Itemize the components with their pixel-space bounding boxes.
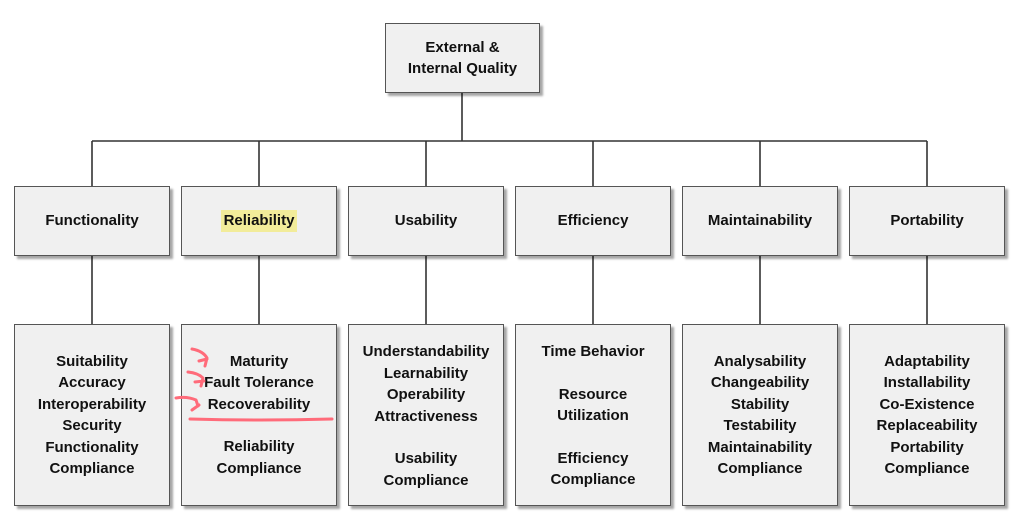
subcharacteristic: Suitability [56, 352, 128, 370]
subcharacteristic: Testability [723, 417, 797, 434]
subcharacteristic: Attractiveness [374, 407, 478, 425]
subcharacteristic: Replaceability [876, 417, 978, 434]
subcharacteristic: Stability [730, 395, 790, 413]
subcharacteristic: Usability [394, 450, 458, 467]
category-label: Efficiency [557, 212, 629, 230]
subcharacteristics-maintainability: Analysability Changeability Stability Te… [682, 324, 838, 506]
category-label: Functionality [45, 212, 139, 230]
subcharacteristic: Portability [890, 438, 964, 456]
subcharacteristic: Installability [883, 374, 971, 391]
subcharacteristic: Compliance [49, 460, 135, 477]
category-label-highlighted: Reliability [220, 210, 298, 232]
category-usability: Usability [348, 186, 504, 256]
subcharacteristic: Functionality [45, 438, 139, 456]
category-label: Usability [394, 212, 458, 230]
root-node: External & Internal Quality [385, 23, 540, 93]
subcharacteristic: Utilization [557, 407, 629, 424]
category-maintainability: Maintainability [682, 186, 838, 256]
category-label: Portability [890, 212, 964, 230]
subcharacteristic: Understandability [362, 343, 490, 360]
subcharacteristics-reliability: Maturity Fault Tolerance Recoverability … [181, 324, 337, 506]
subcharacteristic: Security [62, 417, 122, 434]
subcharacteristic: Time Behavior [541, 343, 645, 360]
subcharacteristic: Maturity [229, 352, 289, 370]
root-title-line: External & [425, 38, 500, 56]
subcharacteristic: Accuracy [58, 374, 126, 391]
subcharacteristics-functionality: Suitability Accuracy Interoperability Se… [14, 324, 170, 506]
subcharacteristic: Compliance [884, 460, 970, 477]
subcharacteristic: Learnability [383, 364, 469, 382]
root-title-line: Internal Quality [407, 60, 518, 77]
category-reliability: Reliability [181, 186, 337, 256]
subcharacteristic: Recoverability [207, 395, 311, 413]
subcharacteristic: Compliance [383, 471, 469, 489]
subcharacteristic: Compliance [550, 471, 636, 488]
subcharacteristic: Compliance [216, 459, 302, 477]
subcharacteristic: Changeability [710, 374, 810, 391]
category-functionality: Functionality [14, 186, 170, 256]
category-label: Maintainability [707, 212, 813, 230]
subcharacteristic: Interoperability [37, 395, 147, 413]
subcharacteristic: Maintainability [707, 438, 813, 456]
subcharacteristics-portability: Adaptability Installability Co-Existence… [849, 324, 1005, 506]
subcharacteristics-efficiency: Time Behavior Resource Utilization Effic… [515, 324, 671, 506]
subcharacteristics-usability: Understandability Learnability Operabili… [348, 324, 504, 506]
subcharacteristic: Efficiency [557, 449, 629, 467]
subcharacteristic: Adaptability [884, 352, 970, 370]
category-portability: Portability [849, 186, 1005, 256]
subcharacteristic: Analysability [713, 352, 807, 370]
subcharacteristic: Resource [558, 385, 628, 403]
subcharacteristic: Operability [386, 386, 466, 403]
category-efficiency: Efficiency [515, 186, 671, 256]
subcharacteristic: Fault Tolerance [204, 374, 314, 392]
subcharacteristic: Compliance [717, 460, 803, 477]
subcharacteristic: Reliability [223, 438, 295, 456]
subcharacteristic: Co-Existence [879, 395, 975, 413]
